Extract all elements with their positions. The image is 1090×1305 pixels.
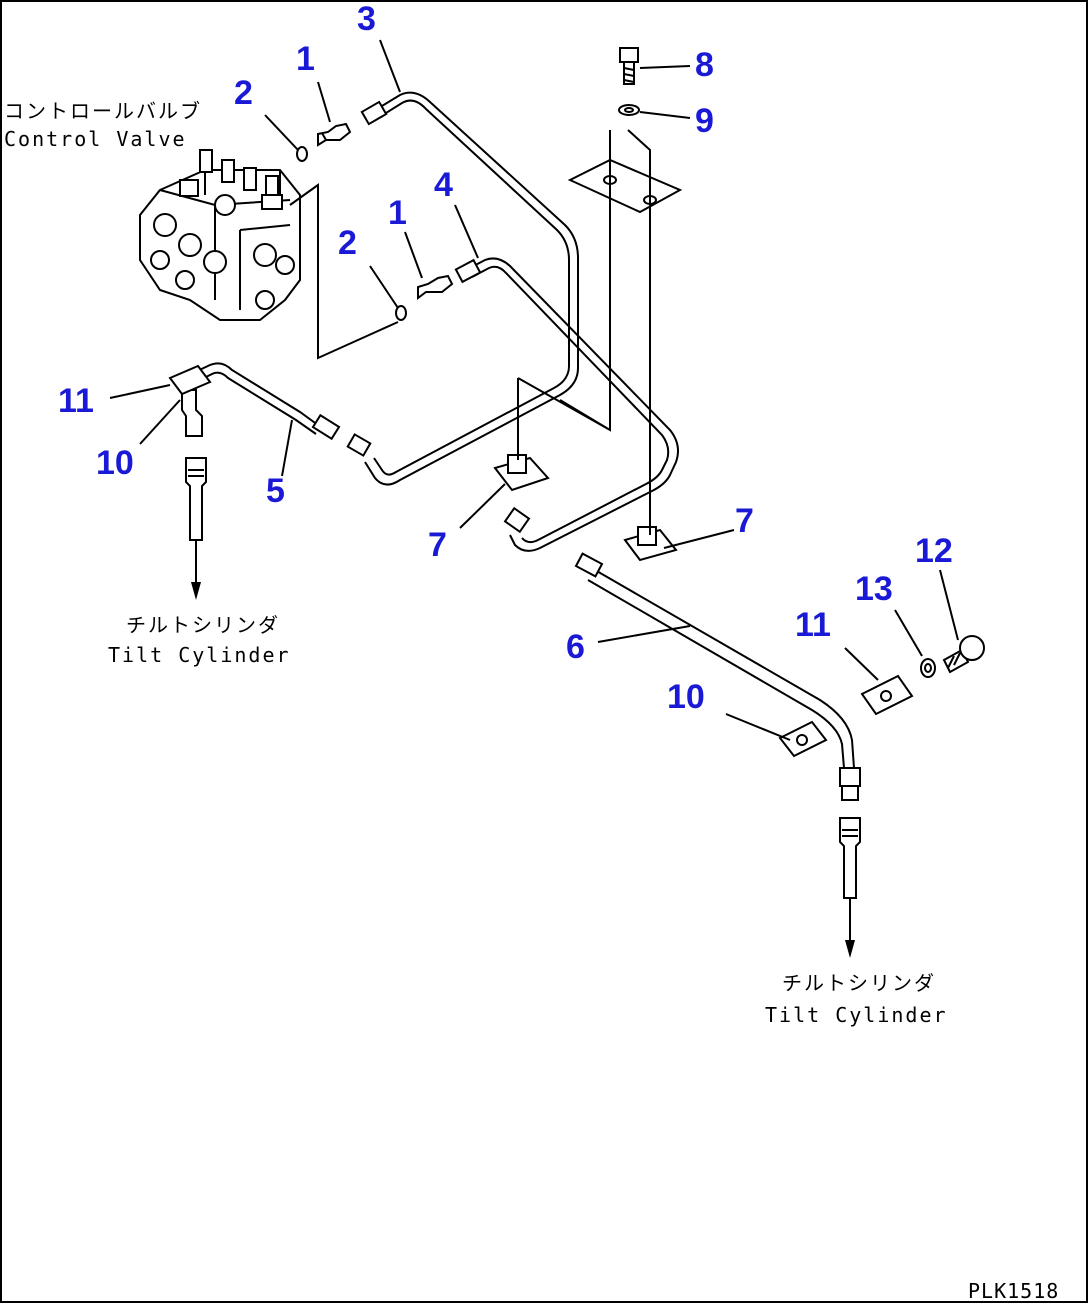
pipe-4-nut-bottom [503,506,531,534]
tilt-fitting-right [839,817,861,899]
control-valve-drawing [139,149,301,321]
pipe-6-nut-bottom [839,767,861,787]
drawing-code: PLK1518 [968,1279,1059,1303]
callout-1-upper: 1 [296,40,315,78]
callout-3: 3 [357,0,376,38]
tilt-cylinder-right-label-jp: チルトシリンダ [782,971,936,995]
callout-2-upper: 2 [234,74,253,112]
callout-10-right: 10 [667,678,705,716]
fitting-1-lower [417,274,454,300]
o-ring-2-lower [395,305,407,321]
callout-5: 5 [266,472,285,510]
pipe-5-nut [311,413,341,441]
tilt-cylinder-left-label-en: Tilt Cylinder [108,643,291,667]
pipe-6 [594,569,855,769]
control-valve-label-jp: コントロールバルブ [4,99,202,123]
valve-leader-line [289,183,399,360]
callout-11-right: 11 [795,606,831,644]
arrow-right-head [845,940,855,958]
tilt-cylinder-right-label-en: Tilt Cylinder [765,1003,948,1027]
callout-7-right: 7 [735,502,754,540]
pipe-3 [364,91,579,486]
tilt-fitting-left [185,457,207,541]
callout-7-left: 7 [428,526,447,564]
washer-13 [920,658,936,678]
o-ring-2-upper [296,146,308,162]
pipe-4 [465,257,679,552]
pipe-5-lower-fitting [181,389,203,437]
callout-9: 9 [695,102,714,140]
callout-2-lower: 2 [338,224,357,262]
bolt-12 [942,635,985,674]
arrow-left-head [191,582,201,600]
guide-lines [517,129,651,535]
pipe-4-nut-top [454,258,482,284]
callout-4: 4 [434,166,453,204]
pipe-3-nut-top [360,100,388,126]
pipe-3-nut-bottom [346,433,372,457]
leader-lines [109,39,959,741]
callout-8: 8 [695,46,714,84]
tilt-cylinder-left-label-jp: チルトシリンダ [126,613,280,637]
bolt-8 [619,47,639,85]
control-valve-label-en: Control Valve [4,127,187,151]
callout-12: 12 [915,532,953,570]
callout-10-left: 10 [96,444,134,482]
clamp-block-10-right [778,720,828,758]
clamp-block-left [168,364,212,396]
washer-9 [618,104,640,116]
callout-1-lower: 1 [388,194,407,232]
callout-13: 13 [855,570,893,608]
mounting-plate [567,158,683,214]
callout-6: 6 [566,628,585,666]
fitting-1-upper [317,122,352,147]
clamp-block-11-right [860,674,914,716]
pipe-5 [177,362,323,429]
pipe-6-nut-top [574,552,604,578]
callout-11-left: 11 [58,382,94,420]
